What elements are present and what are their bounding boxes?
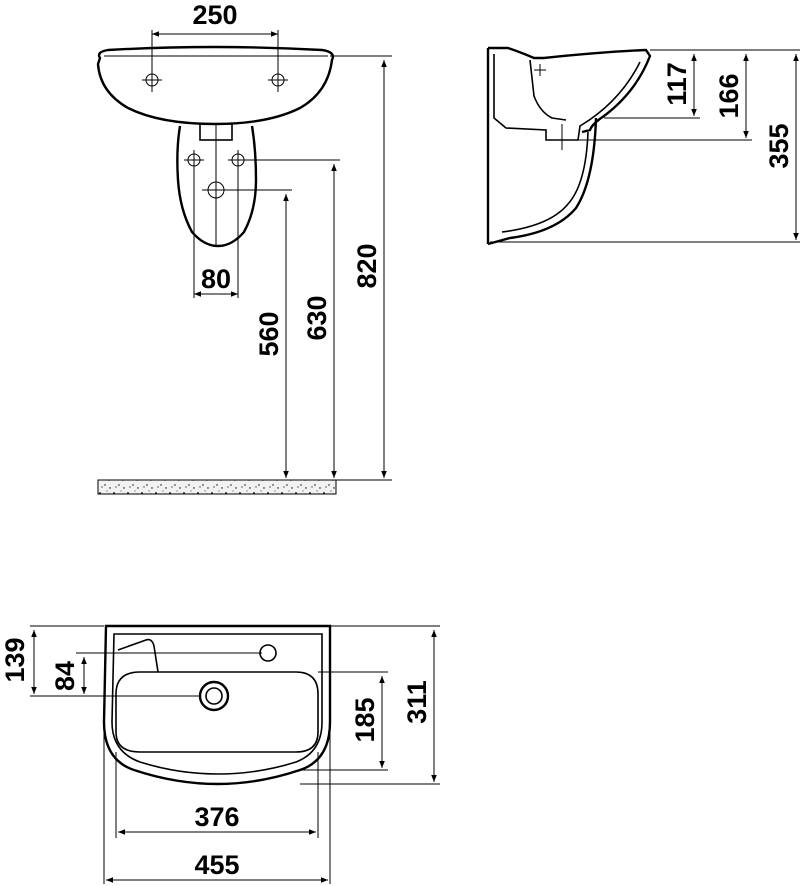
drain-hole xyxy=(202,176,230,204)
basin-front-outline xyxy=(96,45,335,126)
pedestal-front-outline xyxy=(176,125,258,248)
top-view: 139 84 185 311 376 455 xyxy=(0,624,440,884)
dim-355-label: 355 xyxy=(764,123,794,168)
dim-185-label: 185 xyxy=(350,697,380,742)
dim-311-label: 311 xyxy=(402,680,432,724)
dim-250-label: 250 xyxy=(192,0,237,30)
dim-560-label: 560 xyxy=(254,311,284,356)
bowl-top xyxy=(115,671,319,753)
tap-hole-top xyxy=(259,644,277,662)
side-view: 117 166 355 xyxy=(486,46,800,246)
dim-820-label: 820 xyxy=(352,243,382,288)
front-view: 250 80 560 630 820 xyxy=(96,0,392,495)
pedestal-side-outline xyxy=(487,117,598,246)
dim-80-label: 80 xyxy=(201,264,231,294)
dim-84-label: 84 xyxy=(50,661,80,691)
dim-117-label: 117 xyxy=(662,62,692,106)
waste-hole-top xyxy=(198,680,230,712)
dim-166-label: 166 xyxy=(714,73,744,118)
soap-shelf xyxy=(117,638,159,673)
dim-139-label: 139 xyxy=(0,637,30,682)
basin-top-inner xyxy=(111,633,323,775)
basin-top-outer xyxy=(102,624,332,786)
dim-376-label: 376 xyxy=(194,802,239,832)
dim-630-label: 630 xyxy=(302,295,332,340)
dim-455-label: 455 xyxy=(194,850,239,880)
floor-hatch xyxy=(97,479,337,495)
basin-side-outline xyxy=(488,46,652,134)
